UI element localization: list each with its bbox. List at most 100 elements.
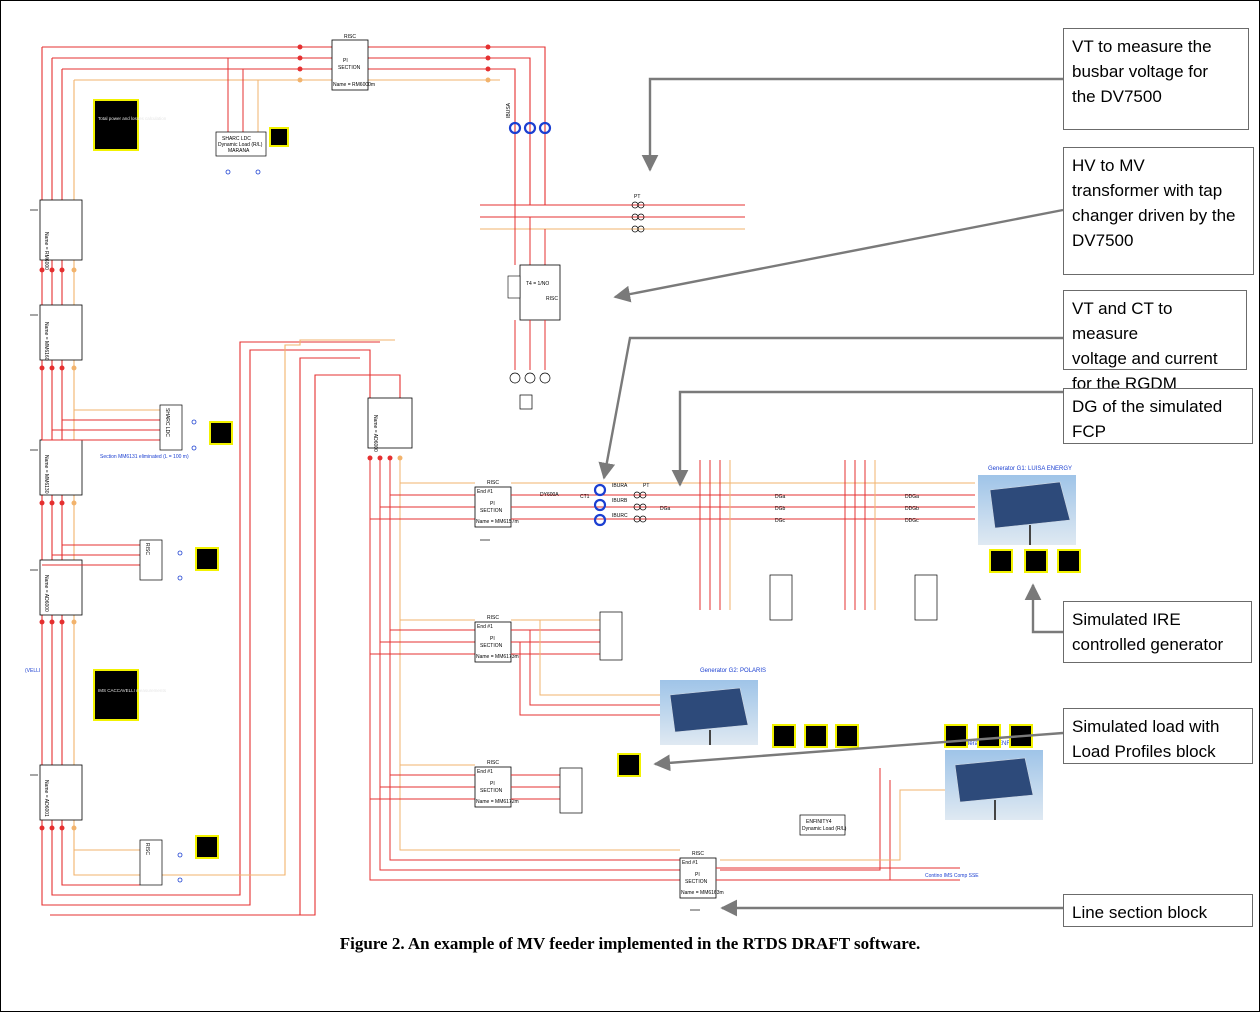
left-pi-name-4: Name = AD6000 xyxy=(43,575,49,612)
total-power-block: Total power and losses calculation xyxy=(98,116,167,121)
solar-panel-g1 xyxy=(978,475,1076,545)
callout-line-section: Line section block xyxy=(1063,894,1253,927)
pi-section-polaris: RISC End #1 PI SECTION Name = MM6173m xyxy=(474,615,519,663)
top-bus xyxy=(42,46,546,205)
busbar-probes xyxy=(508,121,552,135)
svg-text:PT: PT xyxy=(634,194,640,200)
svg-text:PI: PI xyxy=(490,781,495,787)
pi-section-rgdm: RISC End #1 PI SECTION Name = MM6157m xyxy=(474,480,519,528)
svg-text:End #1: End #1 xyxy=(477,769,493,775)
svg-text:DGa: DGa xyxy=(660,506,671,512)
svg-text:RISC: RISC xyxy=(546,296,558,302)
svg-text:Dynamic Load (R/L): Dynamic Load (R/L) xyxy=(218,142,263,148)
callout-dg-fcp: DG of the simulated FCP xyxy=(1063,388,1253,444)
svg-text:MARANA: MARANA xyxy=(228,148,250,154)
svg-text:Name = AD6000: Name = AD6000 xyxy=(372,415,378,452)
pi-section-mid: Name = AD6000 xyxy=(367,397,413,452)
callout-simulated-load: Simulated load with Load Profiles block xyxy=(1063,708,1253,764)
svg-text:RISC: RISC xyxy=(144,543,150,555)
svg-text:ENFINITY4: ENFINITY4 xyxy=(806,819,832,825)
load-edc01: RISC xyxy=(139,539,163,581)
svg-text:SECTION: SECTION xyxy=(480,788,503,794)
svg-text:RISC: RISC xyxy=(487,760,499,766)
left-pi-name-1: Name = RM6000 xyxy=(43,232,49,270)
load-edc01b: RISC xyxy=(139,839,163,886)
svg-text:DDGc: DDGc xyxy=(905,518,919,524)
svg-text:PI: PI xyxy=(343,58,348,64)
rgdm-lines xyxy=(511,482,975,520)
load-delarco xyxy=(559,767,583,814)
load-fcp xyxy=(769,574,938,621)
svg-text:SHARC LDC: SHARC LDC xyxy=(164,408,170,437)
load-coppa: SHARC LDC xyxy=(159,404,183,451)
svg-text:RISC: RISC xyxy=(344,34,356,40)
svg-text:DY600A: DY600A xyxy=(540,492,559,498)
svg-text:PI: PI xyxy=(695,872,700,878)
hv-bus xyxy=(480,204,745,265)
load-marana: SHARC LDC Dynamic Load (R/L) MARANA xyxy=(215,58,267,157)
svg-text:PI: PI xyxy=(490,501,495,507)
pi-section-top: RISC PI SECTION Name = RM6000m xyxy=(331,34,375,91)
svg-text:SHARC LDC: SHARC LDC xyxy=(222,136,251,142)
left-pi-name-3: Name = MM6130 xyxy=(43,455,49,494)
svg-text:DDGa: DDGa xyxy=(905,494,919,500)
rgdm-ct-probes xyxy=(593,483,607,527)
svg-text:Name = MM6173m: Name = MM6173m xyxy=(476,654,519,660)
svg-text:End #1: End #1 xyxy=(682,860,698,866)
callout-arrows xyxy=(598,77,1064,917)
pi-section-delarco: RISC End #1 PI SECTION Name = MM6172m xyxy=(474,760,519,808)
svg-text:DGa: DGa xyxy=(775,494,786,500)
contino-label: Contino IMS Comp SSE xyxy=(925,873,979,879)
svg-text:Name = MM6163m: Name = MM6163m xyxy=(681,890,724,896)
svg-text:End #1: End #1 xyxy=(477,624,493,630)
svg-text:RISC: RISC xyxy=(692,851,704,857)
svg-text:SECTION: SECTION xyxy=(480,643,503,649)
solar-panel-g2 xyxy=(660,680,758,745)
svg-text:Name = RM6000m: Name = RM6000m xyxy=(333,82,375,88)
svg-text:DGb: DGb xyxy=(775,506,786,512)
pi-section-bottom: RISC End #1 PI SECTION Name = MM6163m xyxy=(679,851,724,899)
generator-g2-label: Generator G2: POLARIS xyxy=(700,668,766,674)
yellow-blocks xyxy=(93,99,641,859)
figure-caption: Figure 2. An example of MV feeder implem… xyxy=(339,934,921,953)
callout-vt-busbar: VT to measure the busbar voltage for the… xyxy=(1063,28,1249,130)
svg-text:SECTION: SECTION xyxy=(480,508,503,514)
svg-text:IBUSA: IBUSA xyxy=(506,102,512,118)
svg-text:SECTION: SECTION xyxy=(685,879,708,885)
svg-text:SECTION: SECTION xyxy=(338,65,361,71)
svg-text:DDGb: DDGb xyxy=(905,506,919,512)
svg-text:IBURA: IBURA xyxy=(612,483,628,489)
generator-g1-label: Generator G1: LUISA ENERGY xyxy=(988,466,1072,472)
svg-text:PI: PI xyxy=(490,636,495,642)
callout-vt-ct-rgdm: VT and CT to measure voltage and current… xyxy=(1063,290,1247,393)
left-pi-sections xyxy=(39,199,83,821)
ims-caccavelli-block: IMS CACCAVELLI measurements xyxy=(98,688,167,693)
solar-panel-g3 xyxy=(945,750,1043,820)
left-pi-name-5: Name = AD6001 xyxy=(43,780,49,817)
left-feeder xyxy=(41,47,401,916)
section-note: Section MM6131 eliminated (L = 100 m) xyxy=(100,454,189,460)
cavelli-label: (VELLI xyxy=(25,668,40,674)
left-pi-name-2: Name = MM6160 xyxy=(43,322,49,361)
svg-text:CT1: CT1 xyxy=(580,494,590,500)
svg-text:IBURB: IBURB xyxy=(612,498,628,504)
svg-text:Dynamic Load (R/L): Dynamic Load (R/L) xyxy=(802,826,847,832)
svg-text:RISC: RISC xyxy=(487,615,499,621)
pt-transformer xyxy=(631,201,645,233)
callout-ire-generator: Simulated IRE controlled generator xyxy=(1063,601,1252,663)
source-group xyxy=(509,372,551,410)
svg-text:End #1: End #1 xyxy=(477,489,493,495)
callout-hv-mv-transformer: HV to MV transformer with tap changer dr… xyxy=(1063,147,1254,275)
ground-symbols xyxy=(30,209,700,911)
svg-text:PT: PT xyxy=(643,483,649,489)
load-polaris xyxy=(599,611,623,661)
svg-text:Name = MM6157m: Name = MM6157m xyxy=(476,519,519,525)
hv-mv-transformer: T4 = 1/NO RISC xyxy=(507,264,561,321)
gen-control-blocks xyxy=(772,549,1081,748)
svg-text:Name = MM6172m: Name = MM6172m xyxy=(476,799,519,805)
load-enfinity: ENFINITY4 Dynamic Load (R/L) xyxy=(799,814,847,836)
svg-text:IBURC: IBURC xyxy=(612,513,628,519)
svg-text:DGc: DGc xyxy=(775,518,786,524)
svg-text:RISC: RISC xyxy=(144,843,150,855)
